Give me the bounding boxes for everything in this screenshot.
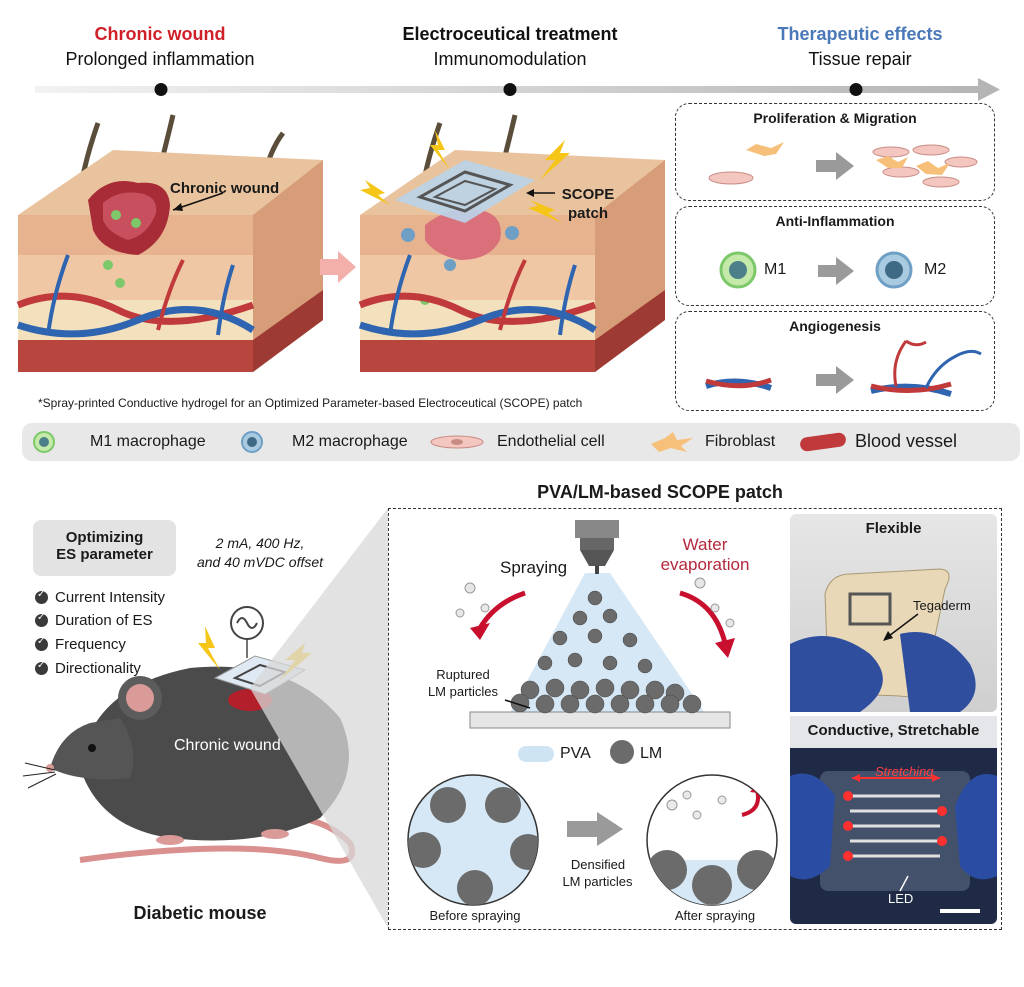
anti-inflammation-title: Anti-Inflammation (775, 213, 895, 229)
proliferation-title: Proliferation & Migration (753, 110, 917, 126)
densified-label-1: Densified (570, 857, 626, 872)
angiogenesis-illustration (705, 339, 982, 397)
densified-label-2: LM particles (562, 874, 633, 889)
legend-endothelial: Endothelial cell (497, 433, 605, 450)
spray-diagram (455, 520, 735, 729)
proliferation-illustration (708, 142, 978, 188)
es-title-line2: ES parameter (56, 546, 153, 563)
cell-legend: M1 macrophage M2 macrophage Endothelial … (22, 423, 1020, 461)
flexible-photo-illustration (790, 568, 976, 712)
transition-arrow (320, 251, 356, 283)
angiogenesis-panel: Angiogenesis (675, 311, 995, 411)
tegaderm-label: Tegaderm (913, 598, 971, 613)
scope-patch-label-2: patch (567, 205, 608, 222)
timeline-dot-1 (154, 83, 168, 96)
es-title-line1: Optimizing (65, 529, 144, 546)
es-params-line2: and 40 mVDC offset (196, 554, 324, 570)
bullet-duration: Duration of ES (35, 612, 153, 629)
m2-label: M2 (924, 261, 947, 278)
stage1-title: Chronic wound (94, 24, 226, 44)
m1-cell-icon (719, 251, 757, 289)
bullet-current-intensity: Current Intensity (35, 589, 165, 606)
treated-skin-illustration (358, 114, 665, 372)
after-spraying-label: After spraying (674, 908, 756, 923)
lm-label: LM (640, 745, 663, 762)
check-icon (35, 589, 48, 604)
legend-blood-vessel: Blood vessel (855, 431, 958, 451)
led-label: LED (888, 891, 914, 906)
lm-swatch (610, 740, 634, 764)
patch-panel-title: PVA/LM-based SCOPE patch (537, 482, 783, 502)
check-icon (35, 612, 48, 627)
legend-m1: M1 macrophage (90, 433, 206, 450)
ruptured-label-2: LM particles (427, 684, 499, 699)
evaporation-label-2: evaporation (660, 555, 750, 574)
anti-inflammation-panel: Anti-Inflammation M1 M2 (675, 206, 995, 306)
after-spraying-circle (646, 774, 778, 906)
endothelial-cell-icon (430, 435, 484, 449)
timeline-dot-2 (503, 83, 517, 96)
m1-macrophage-icon (33, 431, 55, 453)
stage3-title: Therapeutic effects (777, 24, 943, 44)
stage1-subtitle: Prolonged inflammation (65, 49, 255, 69)
evaporation-label-1: Water (682, 535, 728, 554)
es-params-line1: 2 mA, 400 Hz, (215, 535, 305, 551)
pva-swatch (518, 746, 554, 762)
conductive-label: Conductive, Stretchable (807, 722, 980, 739)
m2-macrophage-icon (241, 431, 263, 453)
chronic-wound-label: Chronic wound (170, 180, 280, 197)
proliferation-panel: Proliferation & Migration (675, 103, 995, 201)
fibroblast-icon (651, 432, 693, 452)
flexible-photo (790, 514, 997, 712)
spraying-label: Spraying (500, 558, 568, 577)
stage2-subtitle: Immunomodulation (433, 49, 587, 69)
flexible-label: Flexible (865, 520, 922, 537)
ruptured-label-1: Ruptured (436, 667, 490, 682)
check-icon (35, 660, 48, 675)
blood-vessel-icon (800, 432, 846, 452)
chronic-wound-skin-illustration (16, 114, 323, 372)
m2-cell-icon (875, 251, 913, 289)
conductive-photo (790, 716, 997, 924)
conductive-photo-illustration (790, 716, 997, 913)
legend-m2: M2 macrophage (292, 433, 408, 450)
bullet-directionality: Directionality (35, 660, 141, 677)
before-after-arrow (567, 812, 623, 846)
mouse-wound-label: Chronic wound (174, 737, 281, 754)
zoom-cone (250, 508, 388, 928)
timeline-dot-3 (849, 83, 863, 96)
stage3-subtitle: Tissue repair (808, 49, 912, 69)
legend-fibroblast: Fibroblast (705, 433, 776, 450)
footnote: *Spray-printed Conductive hydrogel for a… (38, 396, 583, 410)
mouse-caption: Diabetic mouse (133, 903, 267, 923)
scope-patch-label-1: SCOPE (561, 186, 615, 203)
m1-label: M1 (764, 261, 787, 278)
bullet-frequency: Frequency (35, 636, 126, 653)
stage2-title: Electroceutical treatment (402, 24, 618, 44)
stretching-label: Stretching (875, 764, 934, 779)
angiogenesis-title: Angiogenesis (789, 318, 881, 334)
conversion-arrow (818, 257, 854, 285)
pva-label: PVA (560, 745, 591, 762)
timeline-arrow (35, 78, 1000, 101)
before-spraying-circle (407, 774, 539, 906)
before-spraying-label: Before spraying (429, 908, 521, 923)
check-icon (35, 636, 48, 651)
es-parameter-box: Optimizing ES parameter (33, 520, 176, 576)
